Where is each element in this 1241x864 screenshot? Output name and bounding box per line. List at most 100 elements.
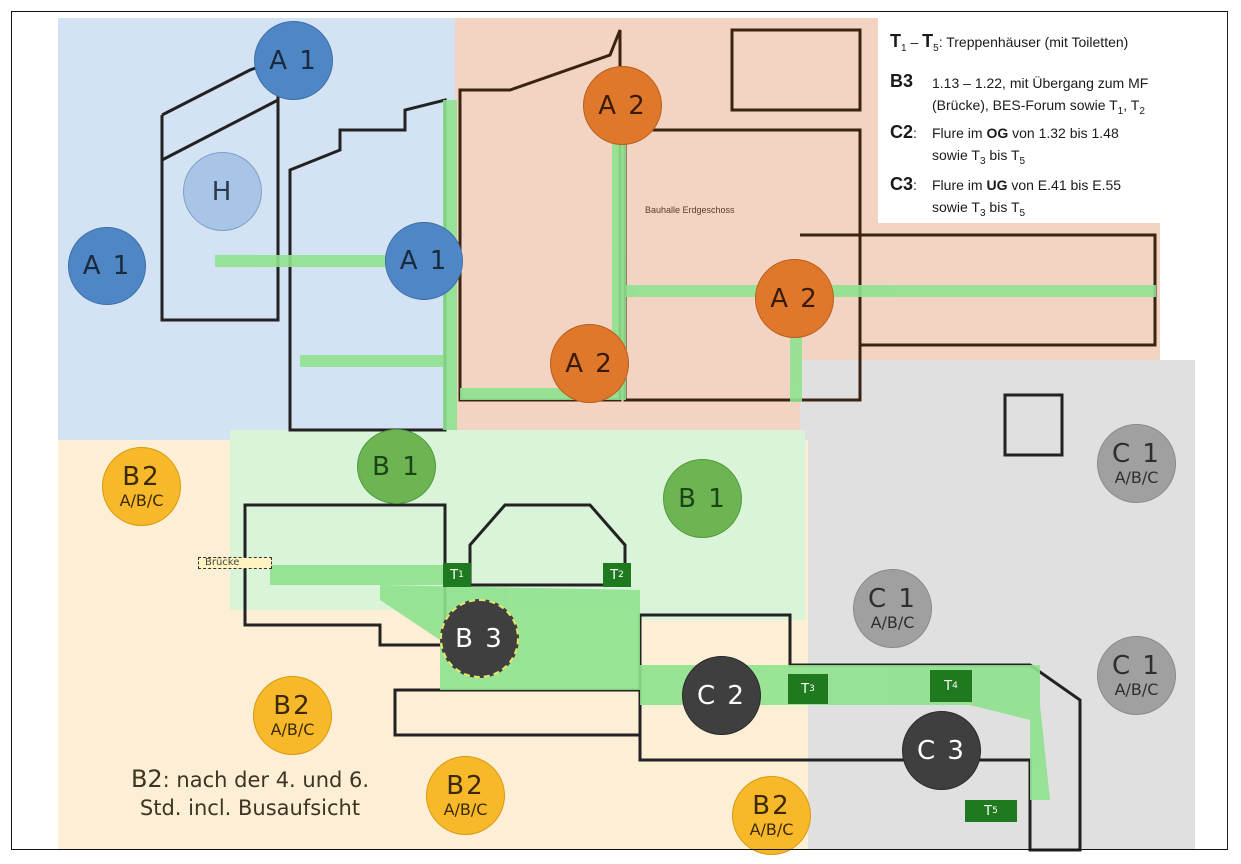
marker-label: B 1 (678, 483, 727, 514)
legend-sub: 3 (979, 155, 986, 167)
building-c-pavilion (1003, 393, 1064, 457)
corridor-b-bridge (270, 565, 445, 585)
marker-sublabel: A/B/C (270, 719, 315, 739)
marker-a1-top: A 1 (254, 21, 333, 100)
legend-c2: C2: (890, 121, 917, 144)
legend-line: 1.13 – 1.22, mit Übergang zum MF (932, 75, 1149, 91)
building-a2-hall (730, 28, 862, 112)
legend-line: sowie T3 bis T5 (932, 144, 1119, 173)
marker-sublabel: A/B/C (1114, 679, 1159, 699)
marker-label: B 3 (455, 623, 504, 654)
marker-label: C 1 (1112, 650, 1161, 681)
legend-colon: : (913, 177, 917, 193)
note-line1: B2: nach der 4. und 6. (110, 765, 390, 794)
marker-label: H (211, 176, 234, 207)
legend-sub: 5 (1019, 207, 1026, 219)
stairwell-label: T (984, 803, 993, 819)
marker-a2-top: A 2 (583, 66, 662, 145)
legend-text: (Brücke), BES-Forum sowie T (932, 97, 1118, 113)
legend-text: Flure im (932, 125, 987, 141)
stairwell-sub: 1 (458, 570, 464, 580)
note-text: : nach der 4. und 6. (162, 768, 370, 792)
zone-a1 (58, 18, 458, 440)
legend-c3-text: Flure im UG von E.41 bis E.55 sowie T3 b… (932, 174, 1121, 225)
b2-note: B2: nach der 4. und 6. Std. incl. Busauf… (110, 765, 390, 822)
corridor-a1-south (300, 355, 445, 367)
legend-line: (Brücke), BES-Forum sowie T1, T2 (932, 94, 1148, 123)
stairwell-sub: 2 (618, 570, 624, 580)
bauhalle-label: Bauhalle Erdgeschoss (645, 205, 735, 215)
legend-text: sowie T (932, 199, 980, 215)
legend-c3: C3: (890, 173, 917, 196)
legend-line: Flure im UG von E.41 bis E.55 (932, 174, 1121, 196)
marker-sublabel: A/B/C (870, 612, 915, 632)
marker-sublabel: A/B/C (1114, 467, 1159, 487)
legend-sub: 1 (1117, 105, 1124, 117)
legend-sub: 1 (901, 42, 907, 54)
legend-sub: 5 (933, 42, 939, 54)
legend-text: bis T (985, 147, 1020, 163)
stairwell-sub: 3 (809, 684, 815, 694)
marker-b1-left: B 1 (357, 429, 436, 504)
marker-label: B2 (446, 770, 485, 801)
legend-text: : Treppenhäuser (mit Toiletten) (938, 34, 1129, 50)
page-frame (11, 11, 1228, 850)
legend: T1 – T5: Treppenhäuser (mit Toiletten) B… (878, 18, 1226, 223)
legend-key: C3 (890, 174, 914, 194)
legend-key: T (890, 31, 901, 51)
legend-sub: 2 (1139, 105, 1145, 117)
marker-sublabel: A/B/C (749, 819, 794, 839)
legend-text: von 1.32 bis 1.48 (1008, 125, 1119, 141)
building-a1-west (160, 97, 280, 322)
legend-sub: 3 (979, 207, 986, 219)
note-line2: Std. incl. Busaufsicht (139, 796, 361, 820)
legend-key: C2 (890, 122, 914, 142)
legend-bold: OG (986, 125, 1009, 141)
stairwell-label: T (944, 678, 953, 694)
marker-label: B 1 (372, 451, 421, 482)
marker-label: C 2 (697, 680, 746, 711)
marker-label: A 2 (598, 90, 647, 121)
marker-sublabel: A/B/C (119, 490, 164, 510)
marker-c3: C 3 (902, 711, 981, 790)
marker-c2: C 2 (682, 656, 761, 735)
legend-b3: B3 (890, 70, 913, 93)
marker-label: B2 (273, 690, 312, 721)
marker-a1-left: A 1 (68, 227, 146, 305)
marker-label: A 1 (82, 251, 132, 281)
marker-label: B2 (122, 461, 161, 492)
marker-a1-mid: A 1 (385, 222, 463, 300)
legend-text: , T (1123, 97, 1140, 113)
marker-label: B2 (752, 790, 791, 821)
marker-sublabel: A/B/C (443, 799, 488, 819)
marker-label: A 1 (399, 246, 449, 276)
legend-colon: : (913, 125, 917, 141)
legend-b3-text: 1.13 – 1.22, mit Übergang zum MF (Brücke… (932, 72, 1148, 123)
legend-bold: UG (986, 177, 1008, 193)
corridor-c-east (970, 705, 1050, 800)
building-c (638, 613, 1082, 852)
legend-key: T (922, 31, 934, 51)
stairwell-sub: 5 (992, 806, 998, 816)
stairwell-label: T (450, 567, 459, 583)
legend-line: Flure im OG von 1.32 bis 1.48 (932, 122, 1119, 144)
legend-text: von E.41 bis E.55 (1007, 177, 1122, 193)
legend-line: sowie T3 bis T5 (932, 196, 1121, 225)
building-a1-central (288, 98, 447, 432)
legend-dash: – (906, 34, 923, 50)
legend-sub: 5 (1019, 155, 1026, 167)
marker-label: C 1 (868, 583, 917, 614)
marker-label: A 2 (770, 283, 819, 314)
